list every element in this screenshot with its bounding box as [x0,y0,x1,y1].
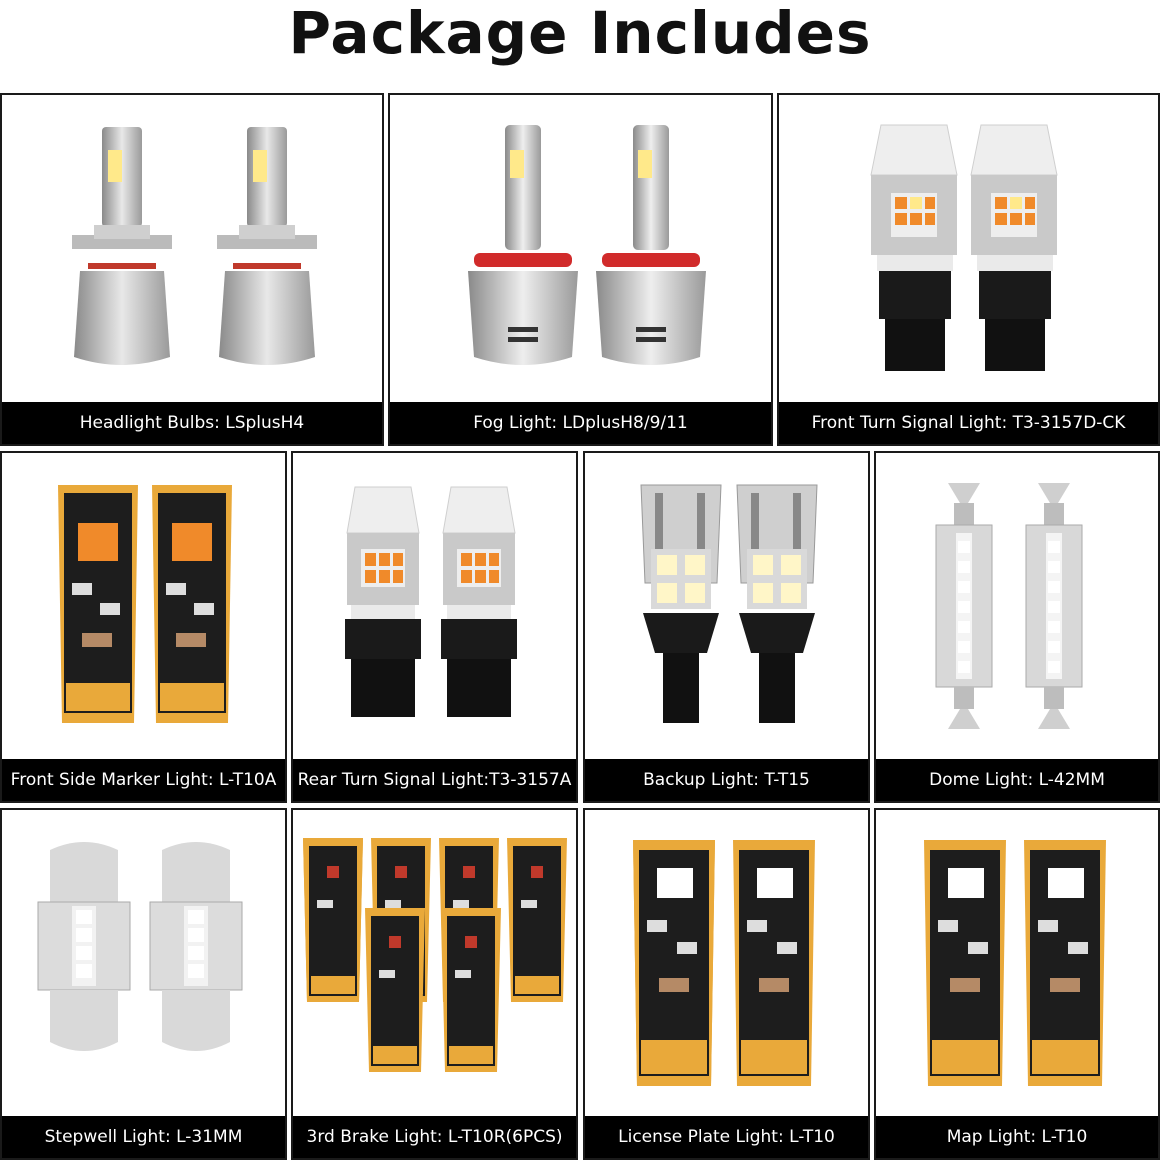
item-caption: Backup Light: T-T15 [585,759,868,801]
product-tile: License Plate Light: L-T10 [583,808,870,1160]
product-tile: Fog Light: LDplusH8/9/11 [388,93,773,446]
festoon-31mm-icon [37,841,243,1052]
h4-headlight-bulb-icon [72,127,317,365]
t10-red-wedge-icon [303,838,567,1072]
item-caption: Dome Light: L-42MM [876,759,1158,801]
page-title: Package Includes [288,0,872,67]
item-caption: Stepwell Light: L-31MM [2,1116,285,1158]
festoon-42mm-icon [935,482,1083,730]
item-caption: Map Light: L-T10 [876,1116,1158,1158]
product-tile: Headlight Bulbs: LSplusH4 [0,93,384,446]
item-caption: License Plate Light: L-T10 [585,1116,868,1158]
t15-backup-bulb-icon [640,484,818,724]
product-tile: Stepwell Light: L-31MM [0,808,287,1160]
product-tile: Front Side Marker Light: L-T10A [0,451,287,803]
product-tile: 3rd Brake Light: L-T10R(6PCS) [291,808,578,1160]
item-caption: Headlight Bulbs: LSplusH4 [2,402,382,444]
product-tile: Rear Turn Signal Light:T3-3157A [291,451,578,803]
item-caption: 3rd Brake Light: L-T10R(6PCS) [293,1116,576,1158]
item-caption: Rear Turn Signal Light:T3-3157A [293,759,576,801]
product-tile: Map Light: L-T10 [874,808,1160,1160]
3157-turn-bulb-icon [870,124,1058,372]
product-tile: Dome Light: L-42MM [874,451,1160,803]
item-caption: Front Turn Signal Light: T3-3157D-CK [779,402,1158,444]
t10-amber-wedge-icon [58,485,232,723]
t10-white-wedge-icon [924,840,1106,1086]
t10-white-wedge-icon [633,840,815,1086]
h11-fog-bulb-icon [468,125,706,365]
3157-amber-bulb-icon [345,486,518,718]
item-caption: Front Side Marker Light: L-T10A [2,759,285,801]
product-tile: Front Turn Signal Light: T3-3157D-CK [777,93,1160,446]
product-tile: Backup Light: T-T15 [583,451,870,803]
item-caption: Fog Light: LDplusH8/9/11 [390,402,771,444]
